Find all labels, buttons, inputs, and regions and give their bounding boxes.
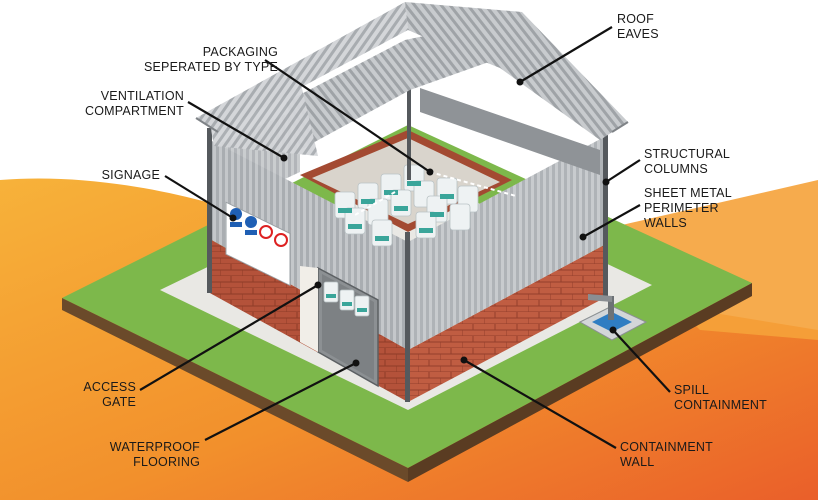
soil-left [62, 298, 408, 482]
label-containment-wall: CONTAINMENT WALL [620, 440, 713, 469]
leader-packaging-dashed [429, 171, 517, 197]
roof-front-right [286, 20, 628, 150]
roof-left [196, 2, 408, 132]
packaging-containers [334, 164, 479, 247]
leader-ventilation [187, 101, 285, 159]
access-gate [300, 266, 379, 388]
leader-packaging [264, 59, 431, 173]
leader-flooring [204, 362, 357, 441]
back-wall-right [420, 88, 600, 175]
structural-columns [207, 80, 608, 402]
leader-columns [605, 159, 641, 183]
label-packaging: PACKAGING SEPERATED BY TYPE [143, 45, 278, 74]
leader-access [139, 284, 319, 391]
leader-spill [612, 329, 671, 393]
sign-blue-icon [245, 216, 257, 228]
sheet-metal-wall-right [408, 136, 608, 350]
signage [225, 201, 291, 287]
label-sheet-metal-walls: SHEET METAL PERIMETER WALLS [644, 186, 732, 230]
label-waterproof-flooring: WATERPROOF FLOORING [109, 440, 200, 469]
leader-packaging-dashed-2 [354, 191, 396, 216]
label-spill-containment: SPILL CONTAINMENT [674, 383, 767, 412]
background-band-right [600, 180, 818, 340]
leader-roof [519, 26, 613, 83]
label-ventilation: VENTILATION COMPARTMENT [85, 89, 184, 118]
containment-wall-right [408, 243, 608, 402]
spill-containment [578, 294, 648, 341]
leader-dots [229, 78, 617, 367]
label-roof-eaves: ROOF EAVES [617, 12, 659, 41]
label-signage: SIGNAGE [101, 168, 160, 182]
no-smoking-sign-icon [274, 233, 288, 247]
label-structural-columns: STRUCTURAL COLUMNS [644, 147, 731, 176]
leader-signage [164, 175, 234, 219]
leader-lines [139, 26, 671, 449]
no-fire-sign-icon [259, 225, 273, 239]
soil-right [408, 283, 752, 482]
label-access-gate: ACCESS GATE [83, 380, 136, 409]
leader-walls [582, 204, 641, 238]
roof-front-left [210, 80, 318, 156]
leader-containment [463, 359, 617, 449]
